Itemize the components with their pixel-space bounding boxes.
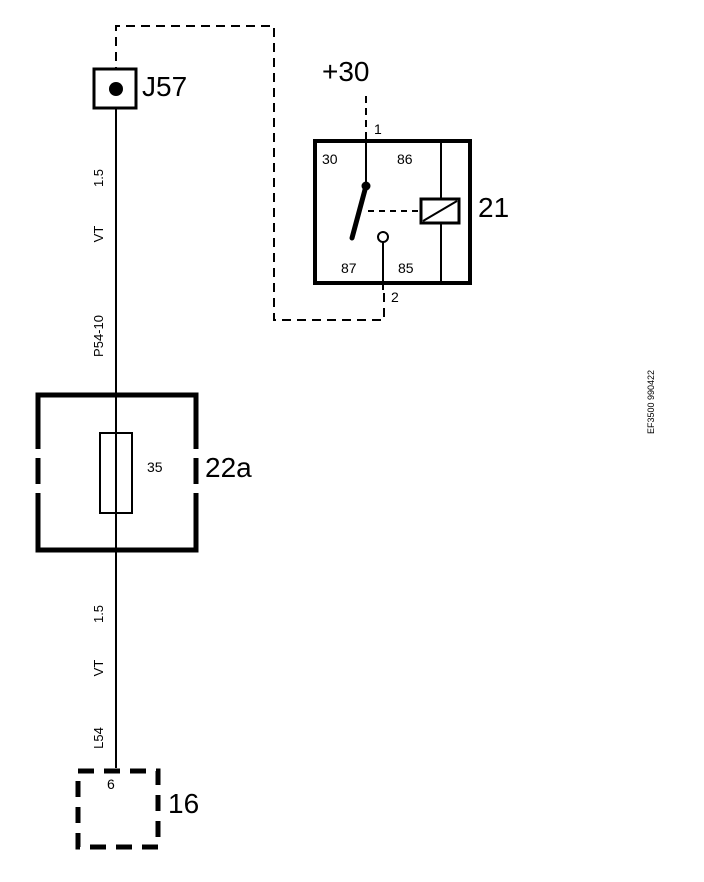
relay-pin-85: 85 (398, 260, 414, 276)
wire-upper-id: P54-10 (91, 315, 106, 357)
relay-pin-2: 2 (391, 289, 399, 305)
connector-16-pin: 6 (107, 776, 115, 792)
relay-pin-30: 30 (322, 151, 338, 167)
label-relay: 21 (478, 192, 509, 223)
wire-upper-color: VT (91, 226, 106, 243)
relay-pin-86: 86 (397, 151, 413, 167)
connector-j57 (92, 67, 138, 110)
relay-pin-87: 87 (341, 260, 357, 276)
wire-upper-size: 1.5 (91, 169, 106, 187)
relay-pin-1: 1 (374, 121, 382, 137)
wire-lower-color: VT (91, 660, 106, 677)
wire-lower-size: 1.5 (91, 605, 106, 623)
label-fuse-box: 22a (205, 452, 252, 483)
connector-16 (75, 768, 161, 850)
label-supply: +30 (322, 56, 370, 87)
fuse-box-22a (35, 392, 199, 553)
label-j57: J57 (142, 71, 187, 102)
relay-coil (419, 197, 461, 225)
figure-reference: EF3500 990422 (646, 370, 656, 434)
wire-lower-id: L54 (91, 727, 106, 749)
label-connector-16: 16 (168, 788, 199, 819)
fuse-rating: 35 (147, 459, 163, 475)
relay-21 (313, 139, 472, 290)
dashed-link-j57-relay (115, 25, 385, 321)
